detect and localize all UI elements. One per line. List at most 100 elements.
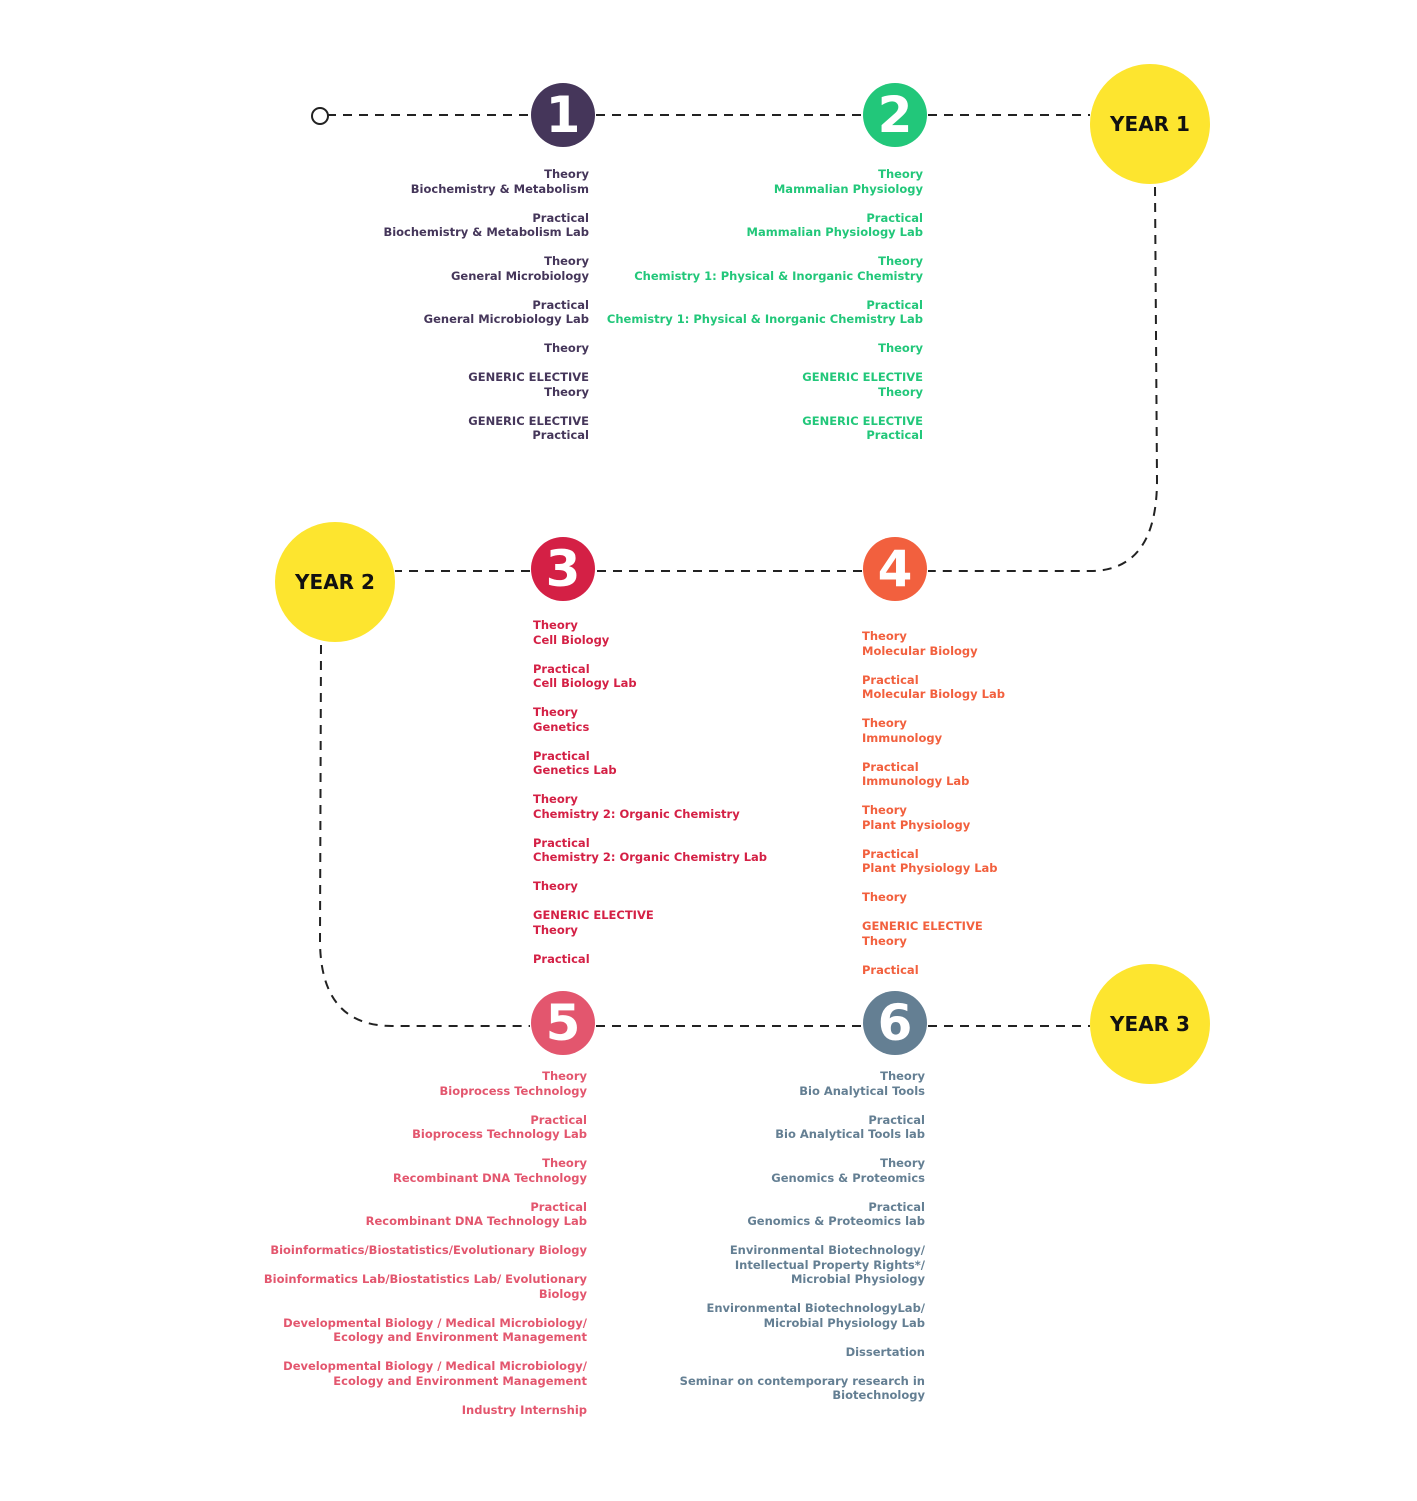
course-name: Bio Analytical Tools lab [775,1127,925,1141]
course-name: Theory [544,384,589,399]
course-name: Practical [866,428,923,442]
course-item: Practical [862,963,1005,978]
course-label: Theory [533,879,578,893]
course-label: Practical [862,672,919,687]
course-name: Practical [532,428,589,442]
path-year1-to-4 [928,186,1159,572]
course-name: Genomics & Proteomics lab [747,1214,925,1228]
course-label: Theory [862,716,907,730]
course-label: Environmental Biotechnology/ [729,1243,925,1257]
course-label: GENERIC ELECTIVE [468,413,589,428]
course-label: GENERIC ELECTIVE [802,413,923,428]
course-name: Biochemistry & Metabolism [410,181,589,196]
course-item: Developmental Biology / Medical Microbio… [264,1359,587,1388]
course-item: Industry Internship [264,1403,587,1418]
course-name: Mammalian Physiology [773,181,923,196]
year-2-badge: YEAR 2 [275,522,395,642]
course-label: Theory [542,1156,587,1170]
course-name: Recombinant DNA Technology Lab [365,1214,587,1228]
course-name: Intellectual Property Rights*/ [734,1257,925,1272]
course-name: Plant Physiology Lab [862,861,998,875]
course-item: Bioinformatics/Biostatistics/Evolutionar… [264,1243,587,1258]
course-label: Theory [544,254,589,268]
course-item: Theory [607,341,923,356]
course-label: GENERIC ELECTIVE [802,370,923,384]
semester-6-badge: 6 [863,991,927,1055]
course-label: Seminar on contemporary research in [679,1373,925,1388]
course-label: Theory [880,1069,925,1083]
course-name: Bioprocess Technology Lab [412,1127,587,1141]
course-name: Theory [533,922,578,937]
course-name: Plant Physiology [862,817,971,832]
course-label: Practical [862,846,919,861]
course-label: Practical [533,835,590,850]
course-label: Practical [530,1199,587,1214]
course-label: Practical [532,297,589,312]
semester-1-badge: 1 [531,83,595,147]
course-label: Theory [862,629,907,643]
course-label: Practical [530,1112,587,1127]
course-name: Biochemistry & Metabolism Lab [383,225,589,239]
course-label: Theory [533,618,578,632]
course-label: Theory [878,254,923,268]
course-name: Molecular Biology [862,643,978,658]
course-label: Developmental Biology / Medical Microbio… [283,1315,587,1330]
course-name: General Microbiology [450,268,589,283]
course-label: Environmental BiotechnologyLab/ [706,1301,926,1315]
course-name: Cell Biology [533,632,610,647]
course-label: Practical [862,962,919,977]
course-label: Theory [544,341,589,355]
course-label: Bioinformatics/Biostatistics/Evolutionar… [270,1243,587,1257]
course-label: Bioinformatics Lab/Biostatistics Lab/ Ev… [263,1272,587,1286]
course-name: Theory [878,384,923,399]
course-label: Practical [868,1112,925,1127]
year-1-badge: YEAR 1 [1090,64,1210,184]
course-name: Biology [538,1286,587,1301]
year-3-badge: YEAR 3 [1090,964,1210,1084]
course-name: Ecology and Environment Management [333,1330,587,1344]
course-name: Microbial Physiology Lab [763,1315,925,1330]
course-name: Ecology and Environment Management [333,1373,587,1388]
course-item: Theory [862,890,1005,905]
course-name: Chemistry 1: Physical & Inorganic Chemis… [634,268,923,283]
course-label: GENERIC ELECTIVE [468,370,589,384]
course-label: Dissertation [845,1344,925,1359]
course-label: GENERIC ELECTIVE [533,908,654,922]
course-name: Genetics [533,719,590,734]
course-item: Practical [533,952,767,967]
course-name: General Microbiology Lab [423,312,589,326]
semester-3-badge: 3 [531,537,595,601]
course-label: Practical [533,661,590,676]
course-label: Developmental Biology / Medical Microbio… [283,1359,587,1373]
